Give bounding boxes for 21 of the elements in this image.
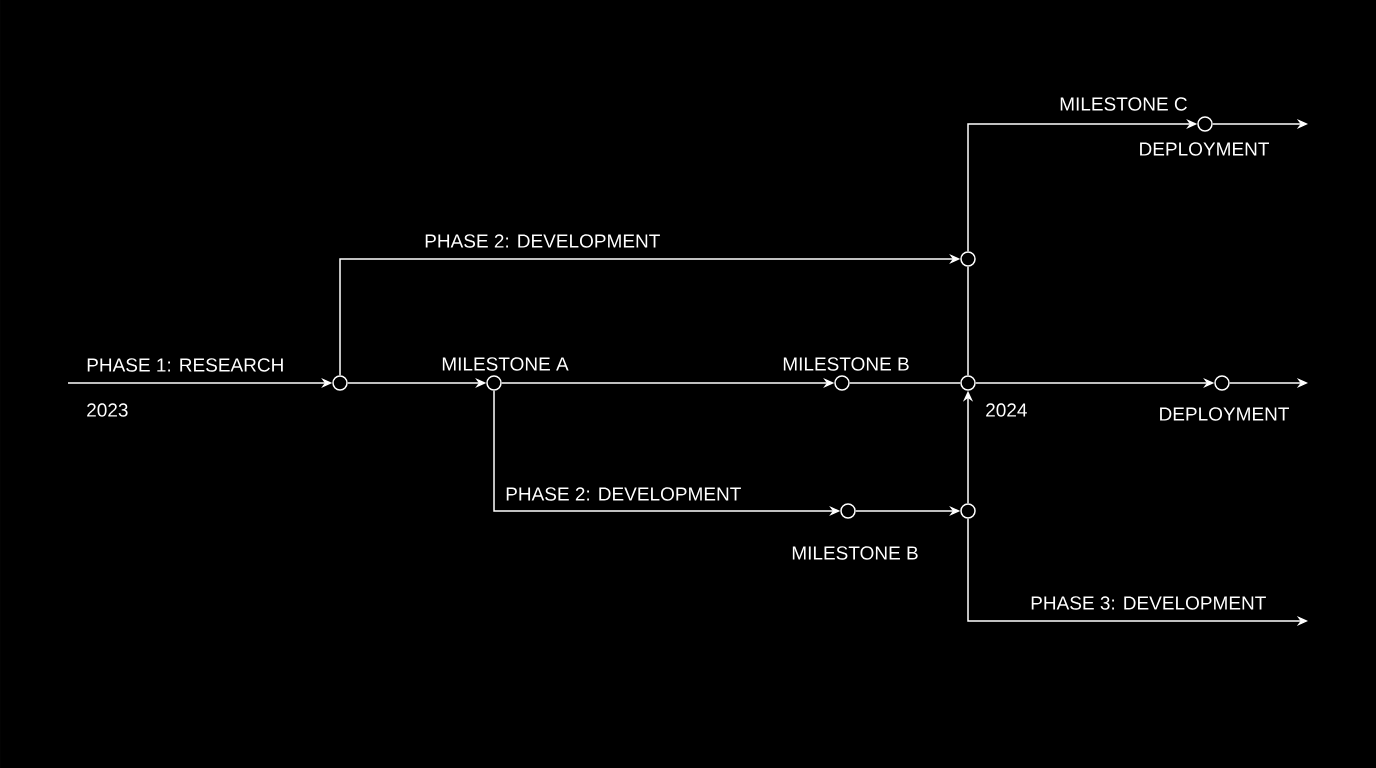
milestone-label: DEPLOYMENT [1160,407,1289,421]
milestone-label: MILESTONE A [442,357,569,371]
milestone-circle [486,375,502,391]
milestone-circle [1214,375,1230,391]
milestone-circle [960,375,976,391]
milestone-label: 2024 [986,403,1027,417]
milestone-circle [960,503,976,519]
milestone-label: MILESTONE B [783,357,909,371]
milestone-circle [840,503,856,519]
edge-label: MILESTONE C [1058,96,1189,112]
year-label: 2023 [87,403,128,417]
milestone-circle [960,251,976,267]
milestone-circle [1197,116,1213,132]
milestone-circle [834,375,850,391]
edge-label: PHASE 3: DEVELOPMENT [1029,595,1268,611]
milestone-circle [332,375,348,391]
edge-label: PHASE 2: DEVELOPMENT [423,233,662,249]
milestone-label: DEPLOYMENT [1140,142,1269,156]
edge-label: PHASE 1: RESEARCH [85,357,286,373]
edge-label: PHASE 2: DEVELOPMENT [504,486,743,502]
milestone-label: MILESTONE B [792,546,918,560]
